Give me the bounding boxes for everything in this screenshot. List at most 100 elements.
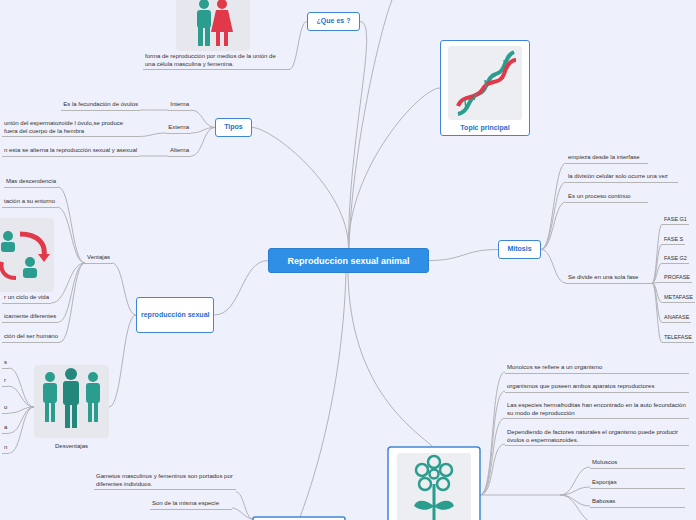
node-text: Interna [170, 101, 189, 109]
branch-connector [57, 207, 85, 263]
branch-connector [8, 386, 34, 407]
flower-card [388, 447, 480, 520]
subtopic-text: PROFASE [662, 274, 692, 283]
branch-connector [652, 244, 662, 283]
node-text: PROFASE [664, 274, 690, 281]
node-text: organismos que poseen ambos aparatos rep… [507, 383, 687, 391]
subtopic-text: o [2, 404, 9, 414]
subtopic-text: forma de reproducción por medios de la u… [143, 53, 289, 70]
node-text: unión del espermatozoide l óvulo,se prod… [4, 120, 136, 135]
branch-connector [349, 88, 441, 248]
node-text: o [4, 404, 7, 412]
node-text: Monoicos se refiere a un organismo [507, 364, 687, 372]
subtopic-text: Moluscos [590, 459, 685, 469]
branch-line [348, 273, 433, 447]
node-text: Reproduccion sexual animal [287, 256, 409, 266]
subtopic-text: la división celular solo ocurre una vez [566, 173, 678, 183]
node-text: Las especies hermafroditas han encontrad… [507, 402, 687, 417]
node-text: n [4, 444, 7, 452]
node-text: Dependiendo de factores naturales el org… [507, 429, 687, 444]
node-text: FASE G1 [664, 216, 687, 223]
branch-connector [429, 250, 498, 261]
node-text: tación a su entorno [4, 198, 55, 206]
subtopic-text: Interna [168, 101, 191, 111]
node-text: Gametos masculinos y femeninos son porta… [96, 473, 234, 488]
image-card: Desventajas [34, 365, 109, 449]
subtopic-text: n [2, 444, 9, 454]
node-text: a [4, 424, 7, 432]
node-text: Externa [168, 124, 189, 132]
branch-connector [252, 128, 349, 249]
subtopic-text: Babosas [590, 498, 685, 508]
subtopic-text: Monoicos se refiere a un organismo [505, 364, 689, 374]
subtopic-text: Las especies hermafroditas han encontrad… [505, 402, 689, 419]
node-text: s [4, 359, 7, 367]
node-text: n esta se alterna la reproducción sexual… [4, 147, 137, 155]
node-text: icamente diferentes [4, 313, 56, 321]
node-text: Babosas [592, 498, 683, 506]
node-text: FASE S [664, 236, 683, 243]
node-text: empieza desde la interfase [568, 154, 646, 162]
subtopic-text: Son de la misma especie [150, 500, 232, 510]
subtopic-text: Es la fecundación de óvulos [61, 101, 140, 111]
subtopic-text: r un ciclo de vida [2, 294, 51, 304]
node-text: Tipos [224, 122, 243, 133]
dna-card [440, 40, 530, 136]
subtopic-text: organismos que poseen ambos aparatos rep… [505, 383, 689, 393]
branch-line [232, 508, 253, 519]
node-text: reproducción sexual [141, 310, 209, 321]
branch-connector [541, 182, 566, 250]
branch-connector [289, 22, 307, 70]
branch-connector [541, 250, 566, 284]
branch-line [480, 444, 505, 495]
branch-line [480, 391, 505, 495]
topic-box: Tipos [215, 118, 252, 137]
branch-line [480, 372, 505, 495]
subtopic-text: FASE G2 [662, 255, 689, 264]
subtopic-text: ción del ser humano [2, 333, 60, 343]
node-text: Moluscos [592, 459, 683, 467]
central-topic: Reproduccion sexual animal [268, 248, 429, 273]
node-text: ANAFASE [664, 314, 689, 321]
branch-connector [9, 368, 34, 407]
node-text: forma de reproducción por medios de la u… [145, 53, 287, 68]
node-text: Mitosis [507, 244, 531, 255]
node-text: Topic principal [460, 124, 509, 131]
branch-line [480, 418, 505, 495]
node-text: la división celular solo ocurre una vez [568, 173, 676, 181]
cut-box [253, 517, 345, 520]
team-icon [34, 365, 109, 438]
branch-connector [541, 163, 566, 250]
node-text: Mas descendencia [6, 178, 56, 186]
node-text: Es un proceso continuo [568, 193, 646, 201]
topic-box: ¿Que es ? [307, 12, 360, 31]
branch-connector [140, 110, 168, 111]
cycle-icon [0, 218, 54, 292]
subtopic-text: empieza desde la interfase [566, 154, 648, 164]
branch-connector [191, 110, 215, 128]
subtopic-text: Se divide en una sola fase [566, 274, 652, 284]
branch-line [560, 495, 590, 520]
node-text: Ventajas [87, 254, 110, 262]
topic-box: reproducción sexual [136, 297, 214, 333]
subtopic-text: unión del espermatozoide l óvulo,se prod… [2, 120, 138, 137]
node-text: Desventajas [55, 443, 88, 449]
subtopic-text: icamente diferentes [2, 313, 58, 323]
node-text: Esponjas [592, 479, 683, 487]
branch-line [300, 273, 346, 517]
branch-connector [138, 133, 166, 137]
node-text: ción del ser humano [4, 333, 58, 341]
branch-connector [109, 315, 136, 407]
subtopic-text: Alterna [168, 147, 191, 157]
node-text: ¿Que es ? [317, 16, 351, 27]
branch-connector [652, 263, 662, 283]
subtopic-text: s [2, 359, 9, 369]
node-text: Es la fecundación de óvulos [63, 101, 138, 109]
branch-connector [349, 22, 367, 249]
subtopic-text: tación a su entorno [2, 198, 57, 208]
subtopic-text: a [2, 424, 9, 434]
branch-connector [112, 263, 136, 315]
branch-connector [9, 407, 34, 453]
node-text: r un ciclo de vida [4, 294, 49, 302]
